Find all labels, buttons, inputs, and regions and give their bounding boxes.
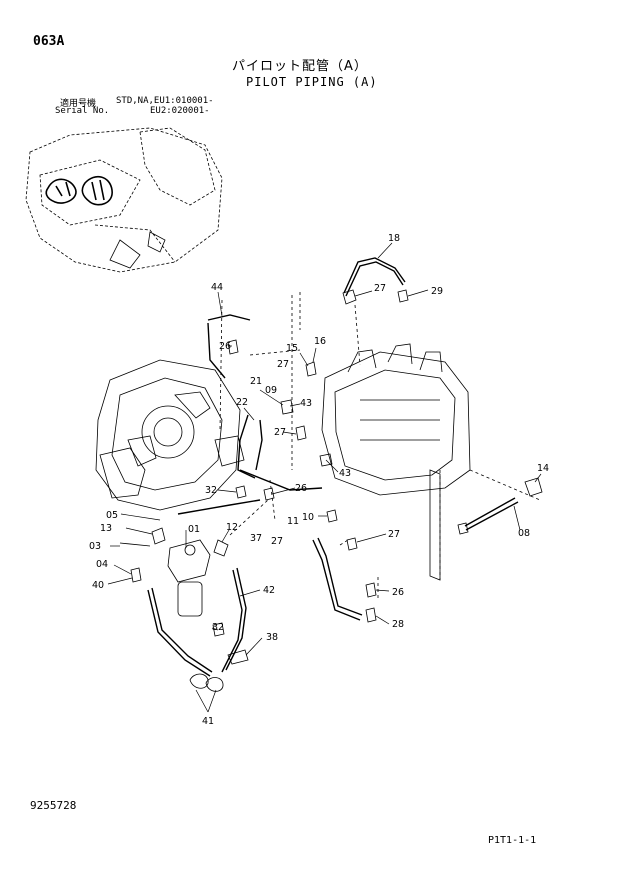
serial-label: Serial No. — [55, 106, 110, 116]
callout-label: 26 — [219, 341, 231, 352]
callout-label: 12 — [226, 522, 238, 533]
document-number: 9255728 — [30, 799, 77, 812]
callout-label: 05 — [106, 510, 118, 521]
callout-label: 42 — [263, 585, 275, 596]
page-code: 063A — [33, 34, 65, 49]
pump-assembly — [95, 359, 245, 511]
callout-label: 21 — [250, 376, 262, 387]
callout-label: 01 — [188, 524, 200, 535]
callout-label: 22 — [236, 397, 248, 408]
serial-label-japanese: 適用号機 — [60, 99, 97, 109]
callout-label: 43 — [300, 398, 312, 409]
callout-label: 27 — [277, 359, 289, 370]
page-reference: P1T1-1-1 — [488, 835, 537, 846]
callout-label: 29 — [431, 286, 443, 297]
control-valve-block — [321, 343, 471, 581]
callout-label: 27 — [274, 427, 286, 438]
callout-label: 15 — [286, 343, 298, 354]
callout-label: 32 — [205, 485, 217, 496]
pilot-filter — [167, 539, 211, 617]
callout-label: 08 — [518, 528, 530, 539]
page-title-japanese: パイロット配管（A） — [232, 59, 368, 74]
callout-label: 41 — [202, 716, 214, 727]
leader-lines — [219, 292, 541, 598]
callout-label: 13 — [100, 523, 112, 534]
callout-label: 14 — [537, 463, 549, 474]
callout-label: 32 — [212, 622, 224, 633]
serial-range-eu2: EU2:020001- — [150, 106, 210, 116]
callout-label: 37 — [250, 533, 262, 544]
page-title: PILOT PIPING (A) — [246, 75, 378, 89]
pilot-pipes — [147, 257, 519, 677]
callout-label: 18 — [388, 233, 400, 244]
machine-overview-drawing — [25, 127, 223, 273]
callout-label: 27 — [271, 536, 283, 547]
machine-overview-highlight — [45, 175, 113, 206]
callout-label: 27 — [388, 529, 400, 540]
serial-range-std: STD,NA,EU1:010001- — [116, 96, 214, 106]
callout-label: 27 — [374, 283, 386, 294]
callout-label: 16 — [314, 336, 326, 347]
callout-label: 28 — [392, 619, 404, 630]
callout-label: 26 — [392, 587, 404, 598]
callout-labels: 18 27 29 44 26 15 16 27 21 09 22 43 27 4… — [89, 233, 549, 727]
callout-label: 40 — [92, 580, 104, 591]
callout-label: 44 — [211, 282, 223, 293]
callout-label: 04 — [96, 559, 108, 570]
callout-leaders — [107, 242, 542, 713]
callout-label: 26 — [295, 483, 307, 494]
callout-label: 09 — [265, 385, 277, 396]
callout-label: 10 — [302, 512, 314, 523]
fittings — [119, 289, 543, 692]
callout-label: 38 — [266, 632, 278, 643]
callout-label: 43 — [339, 468, 351, 479]
callout-label: 11 — [287, 516, 299, 527]
callout-label: 03 — [89, 541, 101, 552]
